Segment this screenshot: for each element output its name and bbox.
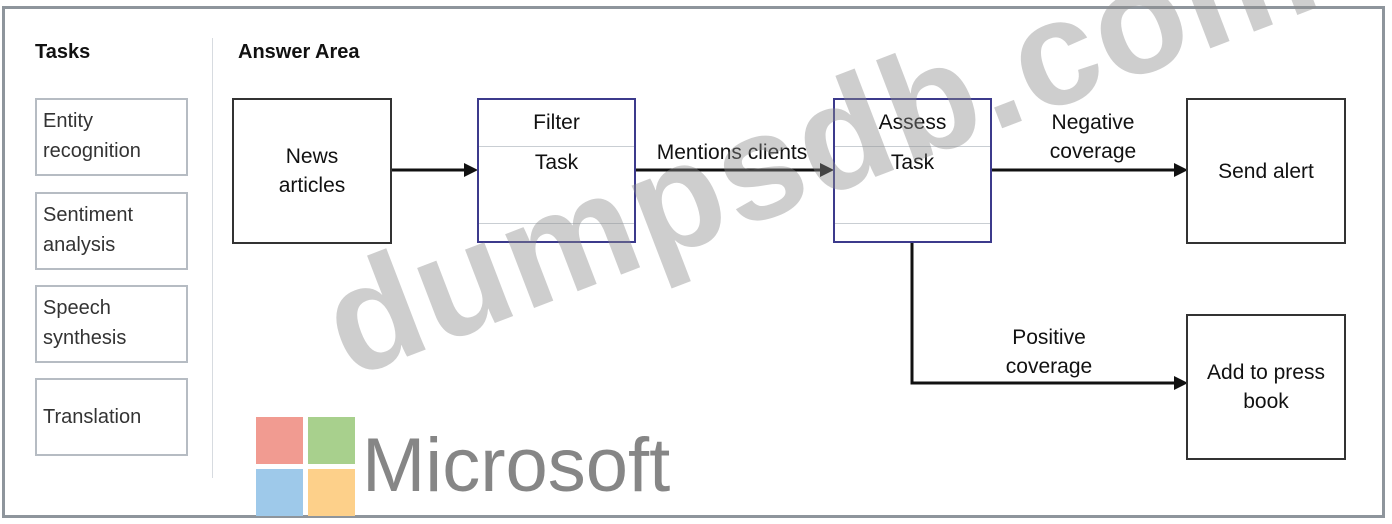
edge-label-positive-coverage: Positive coverage bbox=[974, 323, 1124, 381]
task-label: Entity bbox=[43, 110, 94, 132]
edge-label-line: coverage bbox=[1005, 355, 1093, 378]
tasks-heading: Tasks bbox=[35, 41, 91, 63]
task-label: recognition bbox=[43, 140, 141, 162]
question-frame bbox=[2, 6, 1385, 518]
edge-label-mentions-clients: Mentions clients bbox=[656, 141, 808, 164]
task-label: analysis bbox=[43, 234, 116, 256]
task-label: Sentiment bbox=[43, 204, 134, 226]
node-assess: Assess Task bbox=[833, 98, 992, 243]
task-label: Speech bbox=[43, 297, 111, 319]
edge-label-line: Negative bbox=[1051, 111, 1135, 134]
node-label: articles bbox=[278, 174, 346, 197]
logo-square-red bbox=[256, 417, 303, 464]
logo-square-yellow bbox=[308, 469, 355, 516]
edge-label-line: Positive bbox=[1012, 326, 1086, 349]
arrowhead bbox=[820, 163, 834, 177]
node-send-alert: Send alert bbox=[1186, 98, 1346, 244]
task-label: synthesis bbox=[43, 327, 127, 349]
filter-task-drop-slot[interactable]: Task bbox=[479, 146, 634, 224]
task-speech-synthesis[interactable]: Speech synthesis bbox=[35, 285, 188, 363]
logo-square-blue bbox=[256, 469, 303, 516]
node-label: News bbox=[285, 145, 339, 168]
arrowhead bbox=[464, 163, 478, 177]
answer-area-heading: Answer Area bbox=[238, 41, 360, 63]
assess-title: Assess bbox=[878, 111, 947, 134]
logo-square-green bbox=[308, 417, 355, 464]
task-translation[interactable]: Translation bbox=[35, 378, 188, 456]
node-label: Send alert bbox=[1218, 159, 1314, 183]
edge-label-negative-coverage: Negative coverage bbox=[1018, 108, 1168, 166]
node-add-to-press-book: Add to press book bbox=[1186, 314, 1346, 460]
node-filter: Filter Task bbox=[477, 98, 636, 243]
node-label: book bbox=[1243, 390, 1289, 413]
arrowhead bbox=[1174, 163, 1188, 177]
edge-label-line: coverage bbox=[1049, 140, 1137, 163]
arrowhead bbox=[1174, 376, 1188, 390]
task-label: Translation bbox=[43, 406, 142, 428]
arrow-assess-to-press bbox=[910, 242, 1178, 385]
microsoft-logo-icon bbox=[256, 417, 356, 517]
task-sentiment-analysis[interactable]: Sentiment analysis bbox=[35, 192, 188, 270]
node-news-articles: News articles bbox=[232, 98, 392, 244]
node-label: Add to press bbox=[1207, 361, 1325, 384]
panel-divider bbox=[212, 38, 213, 478]
filter-title: Filter bbox=[533, 111, 580, 134]
assess-task-drop-slot[interactable]: Task bbox=[835, 146, 990, 224]
task-entity-recognition[interactable]: Entity recognition bbox=[35, 98, 188, 176]
